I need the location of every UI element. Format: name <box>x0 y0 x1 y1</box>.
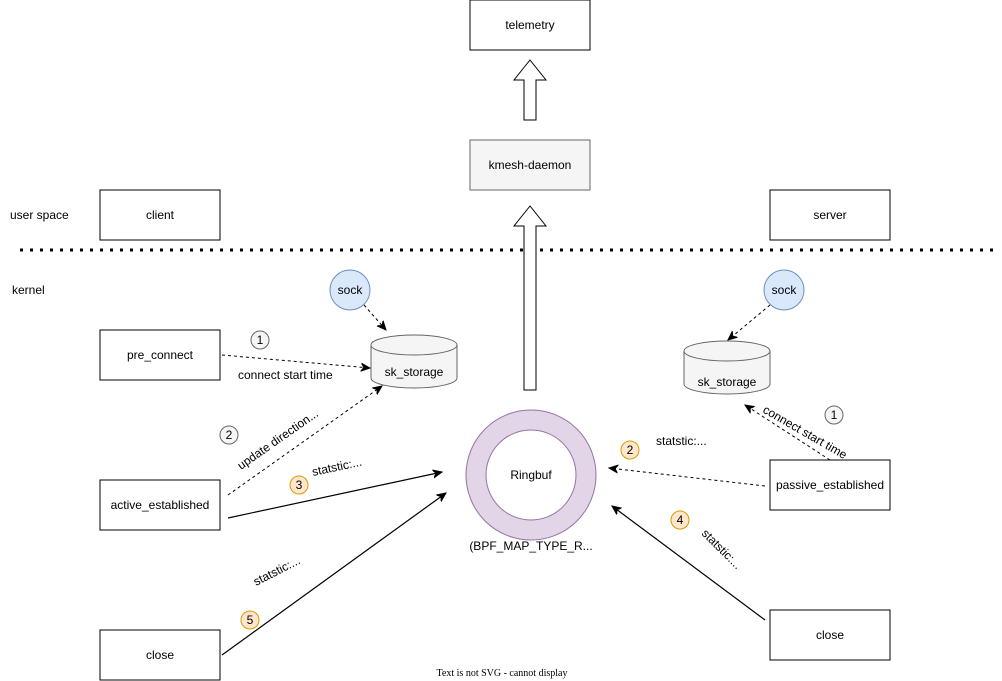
server-box[interactable]: server <box>769 189 891 241</box>
server-label: server <box>813 208 846 222</box>
sk-storage-left-db[interactable]: sk_storage <box>370 334 458 389</box>
pre-connect-label: pre_connect <box>127 348 194 362</box>
close-right-label: close <box>816 628 844 642</box>
daemon-to-telemetry-arrow <box>512 59 548 121</box>
pre-connect-to-storage-edge <box>221 354 370 368</box>
statstic-passive-label: statstic:... <box>656 434 707 448</box>
sk-storage-right-db[interactable]: sk_storage <box>683 340 771 395</box>
connect-start-left-label: connect start time <box>238 368 333 382</box>
step-2-right-text: 2 <box>627 443 634 457</box>
close-right-to-ringbuf-edge <box>612 506 766 621</box>
sock-left-to-storage-edge <box>363 304 386 330</box>
active-established-box[interactable]: active_established <box>99 479 221 531</box>
sock-left-label: sock <box>338 283 364 297</box>
client-box[interactable]: client <box>99 189 221 241</box>
sk-storage-right-label: sk_storage <box>698 375 757 389</box>
telemetry-box[interactable]: telemetry <box>469 0 591 51</box>
pre-connect-box[interactable]: pre_connect <box>99 329 221 381</box>
ringbuf-to-daemon-arrow <box>512 205 548 391</box>
ringbuf-label: Ringbuf <box>510 468 552 482</box>
sock-right-to-storage-edge <box>728 304 771 340</box>
statstic-active-label: statstic:... <box>311 455 363 479</box>
sock-right-node[interactable]: sock <box>763 269 805 311</box>
step-4-badge: 4 <box>670 510 690 530</box>
svg-fallback-notice: Text is not SVG - cannot display <box>437 668 568 679</box>
step-1-left-text: 1 <box>257 333 264 347</box>
step-2-left-text: 2 <box>226 428 233 442</box>
passive-established-label: passive_established <box>776 478 884 492</box>
close-left-box[interactable]: close <box>99 629 221 681</box>
kmesh-daemon-label: kmesh-daemon <box>489 158 572 172</box>
update-direction-label: update direction... <box>235 406 321 472</box>
step-2-right-badge: 2 <box>620 440 640 460</box>
active-to-ringbuf-edge <box>227 472 442 519</box>
user-space-label: user space <box>10 208 69 222</box>
close-left-label: close <box>146 648 174 662</box>
active-established-label: active_established <box>111 498 210 512</box>
passive-to-storage-edge <box>745 405 831 461</box>
step-5-badge: 5 <box>240 610 260 630</box>
step-2-left-badge: 2 <box>219 425 239 445</box>
step-1-right-badge: 1 <box>824 405 844 425</box>
step-4-text: 4 <box>677 513 684 527</box>
kmesh-daemon-box[interactable]: kmesh-daemon <box>469 139 591 191</box>
step-1-right-text: 1 <box>831 408 838 422</box>
close-left-to-ringbuf-edge <box>221 493 446 656</box>
telemetry-label: telemetry <box>505 18 554 32</box>
sk-storage-left-label: sk_storage <box>385 365 444 379</box>
client-label: client <box>146 208 175 222</box>
ringbuf-type-label: (BPF_MAP_TYPE_R... <box>469 539 592 553</box>
sock-left-node[interactable]: sock <box>329 269 371 311</box>
active-to-storage-edge <box>227 386 382 496</box>
statstic-close-left-label: statstic:... <box>251 553 303 588</box>
step-3-badge: 3 <box>289 475 309 495</box>
sock-right-label: sock <box>772 283 798 297</box>
passive-established-box[interactable]: passive_established <box>769 459 891 511</box>
ringbuf-node[interactable]: Ringbuf (BPF_MAP_TYPE_R... <box>465 409 597 553</box>
step-3-text: 3 <box>296 478 303 492</box>
close-right-box[interactable]: close <box>769 609 891 661</box>
passive-to-ringbuf-edge <box>609 468 766 487</box>
step-1-left-badge: 1 <box>250 330 270 350</box>
kernel-label: kernel <box>12 283 45 297</box>
statstic-close-right-label: statstic:... <box>699 526 745 572</box>
step-5-text: 5 <box>247 613 254 627</box>
